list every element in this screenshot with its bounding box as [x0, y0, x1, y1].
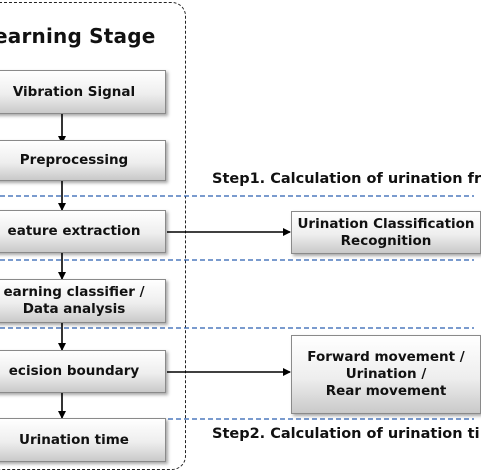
step2-title: Step2. Calculation of urination ti: [212, 426, 480, 442]
learning-stage-panel: [0, 2, 186, 470]
vibration-signal-label: Vibration Signal: [12, 83, 136, 100]
learning-classifier-box: earning classifier / Data analysis: [0, 279, 166, 323]
data-analysis-label: Data analysis: [22, 301, 126, 317]
preprocessing-label: Preprocessing: [19, 152, 129, 168]
step1-title: Step1. Calculation of urination fr: [212, 171, 481, 187]
urination-label: Urination /: [345, 366, 427, 382]
movement-box: Forward movement / Urination / Rear move…: [291, 335, 481, 414]
preprocessing-box: Preprocessing: [0, 140, 166, 181]
urination-time-box: Urination time: [0, 418, 166, 462]
urination-time-label: Urination time: [19, 431, 129, 448]
decision-boundary-box: ecision boundary: [0, 350, 166, 393]
learning-stage-title: earning Stage: [0, 24, 156, 48]
urination-recognition-box: Urination Classification Recognition: [291, 211, 481, 254]
decision-boundary-label: ecision boundary: [8, 363, 140, 379]
vibration-signal-box: Vibration Signal: [0, 70, 166, 114]
feature-extraction-label: eature extraction: [7, 223, 141, 239]
urination-classification-label: Urination Classification: [297, 215, 475, 232]
rear-movement-label: Rear movement: [325, 383, 447, 399]
feature-extraction-box: eature extraction: [0, 210, 166, 253]
recognition-label: Recognition: [340, 232, 432, 249]
forward-movement-label: Forward movement /: [307, 349, 465, 365]
learning-classifier-label: earning classifier /: [3, 284, 145, 300]
